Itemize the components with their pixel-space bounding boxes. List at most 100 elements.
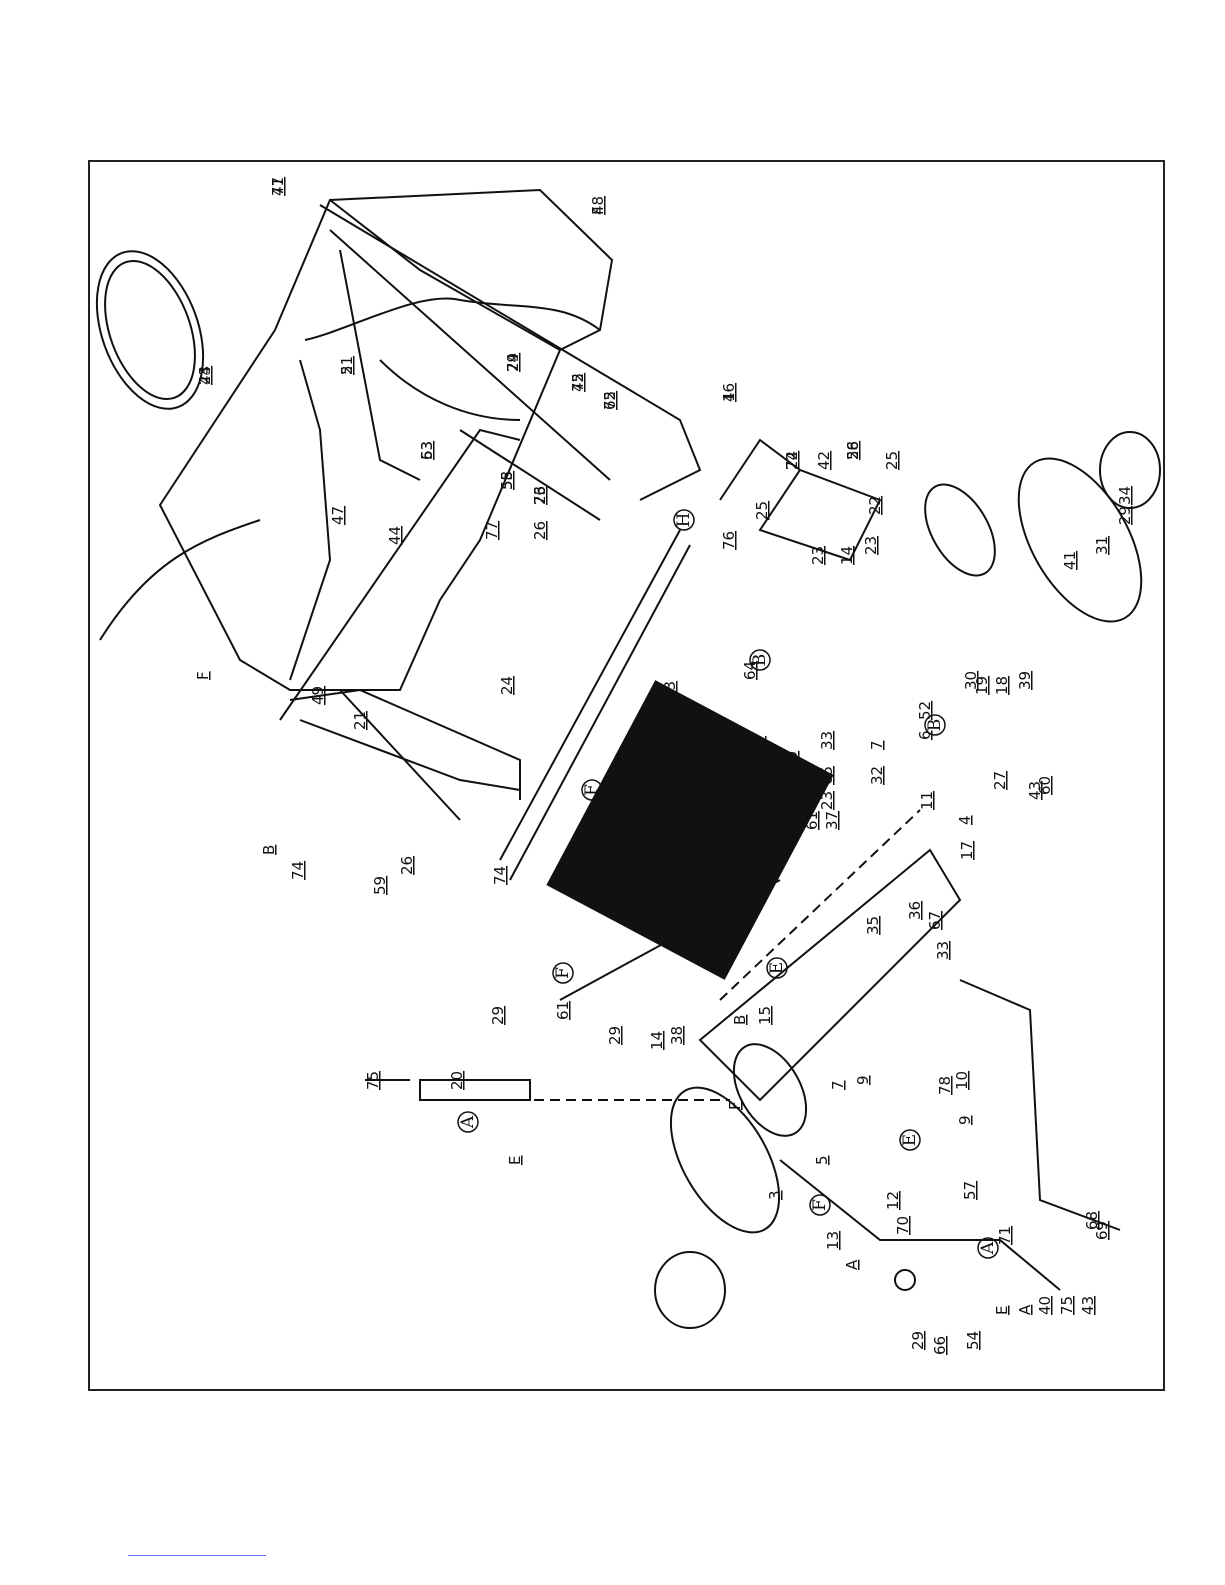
part-label: 32 [868, 766, 886, 785]
part-label: 37 [823, 811, 841, 830]
part-label: 62 [601, 391, 619, 410]
hub-cap-37 [1099, 431, 1161, 509]
part-label: 42 [815, 451, 833, 470]
part-label: 74 [504, 353, 522, 372]
part-label: 66 [931, 1336, 949, 1355]
part-label: B [731, 1015, 749, 1025]
drawing-linework [95, 188, 1161, 1329]
hitch-rod [299, 719, 521, 791]
letter-text: F [553, 967, 573, 979]
hub-plate [924, 483, 996, 577]
part-label: 38 [668, 1026, 686, 1045]
part-label: 20 [448, 1071, 466, 1090]
part-label: 75 [601, 391, 619, 410]
letter-circle [766, 957, 788, 979]
part-label: 53 [418, 441, 436, 460]
part-label: 74 [289, 861, 307, 880]
letter-text: F [810, 1199, 830, 1211]
part-label: 2 [338, 365, 356, 375]
part-label: 15 [756, 1006, 774, 1025]
circled-letter: B [749, 649, 771, 671]
part-label: B [260, 845, 278, 855]
beam-8 [559, 879, 781, 1001]
part-label: 5 [813, 1155, 831, 1165]
part-label: 33 [818, 731, 836, 750]
bag-fold-2 [379, 359, 521, 421]
bag-chute [99, 519, 261, 641]
arm-57 [419, 1079, 531, 1101]
letter-circle [924, 714, 946, 736]
footer-link-underline[interactable] [128, 1555, 266, 1556]
part-label: 29 [489, 1006, 507, 1025]
letter-circle [749, 649, 771, 671]
part-label: F [589, 206, 607, 215]
part-label: 16 [764, 851, 782, 870]
letter-text: B [750, 654, 770, 667]
part-label: 77 [483, 521, 501, 540]
part-label: 31 [1093, 536, 1111, 555]
part-label: 71 [269, 177, 287, 196]
part-label: 35 [864, 916, 882, 935]
bag-rim [329, 199, 561, 351]
part-label: 48 [589, 196, 607, 215]
part-label: E [506, 1156, 524, 1165]
housing-frame [698, 848, 962, 1102]
part-label: 23 [809, 546, 827, 565]
part-label: 25 [753, 501, 771, 520]
part-label: 63 [418, 441, 436, 460]
axle-50 [499, 529, 681, 861]
part-label: 47 [329, 506, 347, 525]
part-label: 23 [818, 791, 836, 810]
part-label: 26 [398, 856, 416, 875]
part-label: 43 [1026, 781, 1044, 800]
part-label: 56 [844, 441, 862, 460]
wheel-60 [1017, 457, 1143, 623]
part-label: F [194, 671, 212, 680]
part-label: 61 [554, 1001, 572, 1020]
part-label: 23 [862, 536, 880, 555]
part-label: 10 [953, 1071, 971, 1090]
part-label: 40 [1036, 1296, 1054, 1315]
wheel-left [669, 1086, 781, 1234]
part-label: 19 [973, 676, 991, 695]
letter-text: B [925, 719, 945, 732]
rope-52-inner [104, 259, 196, 401]
tow-bar [779, 1159, 1061, 1291]
circled-letter: E [766, 957, 788, 979]
circled-letter: F [581, 779, 603, 801]
part-label: A [843, 1259, 861, 1270]
part-label: 44 [196, 366, 214, 385]
part-label: 64 [741, 661, 759, 680]
letter-circle [673, 509, 695, 531]
circled-letter: A [457, 1111, 479, 1133]
part-label: 47 [269, 177, 287, 196]
part-label: 26 [531, 521, 549, 540]
circled-letter: E [899, 1129, 921, 1151]
part-label: 11 [918, 791, 936, 810]
part-label: 33 [934, 941, 952, 960]
bag-fold [304, 297, 601, 341]
part-label: 74 [491, 866, 509, 885]
letter-text: A [458, 1115, 478, 1129]
part-label: 29 [1116, 506, 1134, 525]
part-label: 58 [498, 471, 516, 490]
part-label: A [1016, 1304, 1034, 1315]
circled-letter: F [809, 1194, 831, 1216]
dashed-assembly-line [719, 809, 921, 1001]
letter-circle [457, 1111, 479, 1133]
letter-circle [809, 1194, 831, 1216]
rope-52 [95, 250, 205, 410]
part-label: 22 [783, 451, 801, 470]
part-label: 3 [766, 1190, 784, 1200]
diagram-frame [88, 160, 1165, 1391]
part-label: 59 [371, 876, 389, 895]
part-label: 74 [783, 451, 801, 470]
part-label: 6 [916, 730, 934, 740]
hub-plate-left [732, 1043, 808, 1137]
letter-circle [899, 1129, 921, 1151]
part-label: 78 [936, 1076, 954, 1095]
axle-50b [509, 544, 691, 881]
part-label: 75 [1058, 1296, 1076, 1315]
part-label: 46 [720, 383, 738, 402]
part-label: 52 [916, 701, 934, 720]
